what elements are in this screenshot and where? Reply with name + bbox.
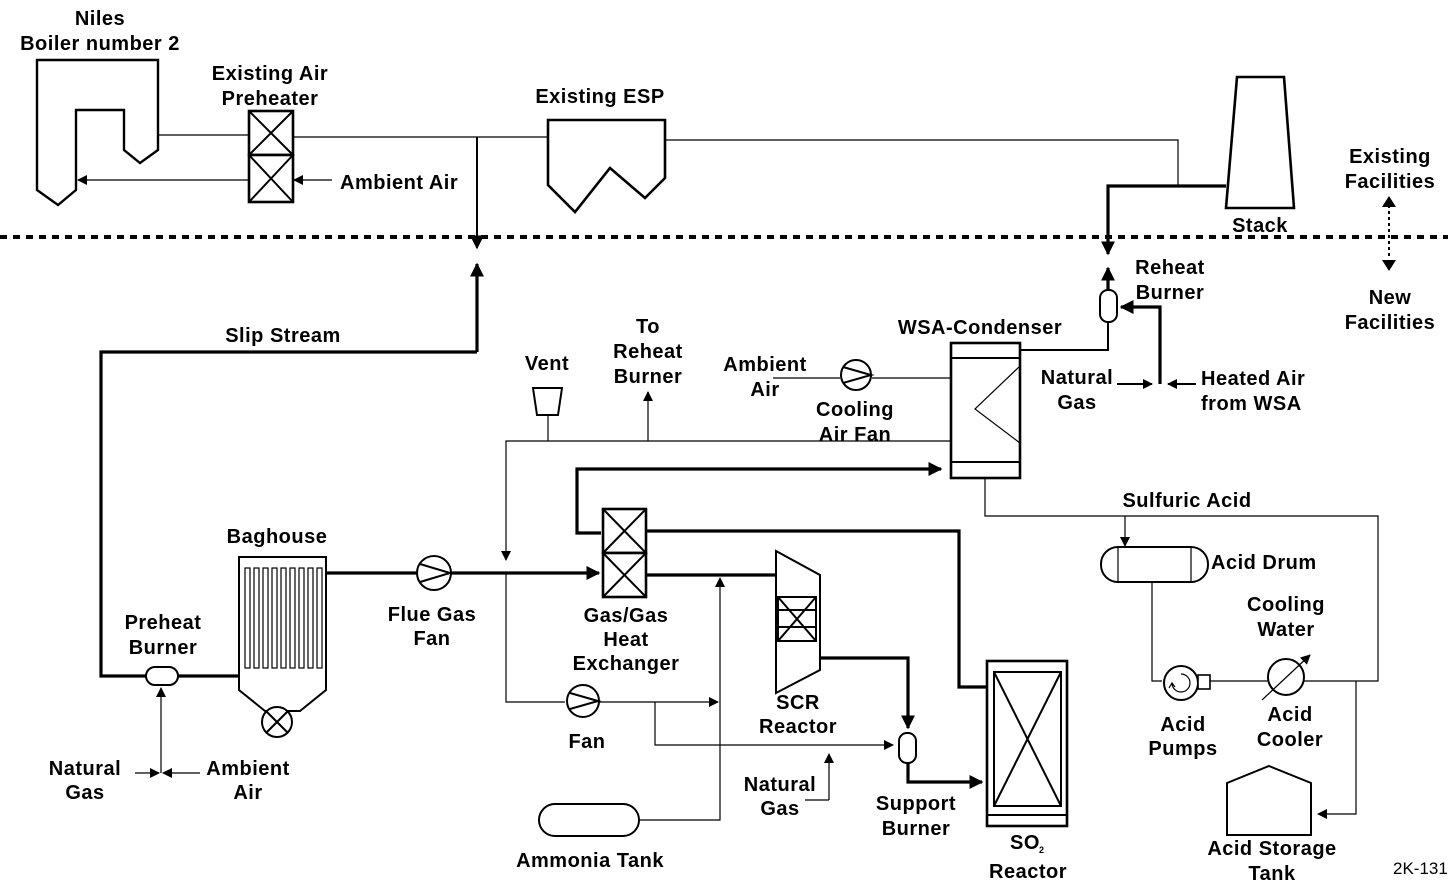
gas-gas-label-3: Exchanger [573,653,680,675]
to-reheat-label-3: Burner [614,366,683,388]
natural-gas-top-label-2: Gas [1057,392,1096,414]
air-preheater-label-1: Existing Air [212,63,328,85]
existing-facilities-label-2: Facilities [1345,171,1436,193]
existing-esp-label: Existing ESP [535,86,664,108]
ambient-air-left-label-2: Air [233,782,262,804]
support-burner-symbol [898,732,917,764]
ambient-air-mid-label-1: Ambient [723,354,807,376]
so2-reactor-label-subscript: 2 [1039,845,1044,855]
cooling-water-label-2: Water [1257,619,1314,641]
cooling-air-fan-label-1: Cooling [816,399,894,421]
so2-reactor-symbol [985,659,1069,828]
acid-cooler-label-2: Cooler [1257,729,1323,751]
slip-stream-label: Slip Stream [225,325,341,347]
new-facilities-label-1: New [1369,287,1412,309]
baghouse-label: Baghouse [227,526,328,548]
esp-outline [546,118,667,214]
flue-gas-fan-label-1: Flue Gas [388,604,476,626]
acid-storage-label-2: Tank [1248,863,1296,885]
acid-cooler-label-1: Acid [1267,704,1312,726]
existing-facilities-label-1: Existing [1349,146,1431,168]
baghouse-symbol [238,556,327,738]
natural-gas-mid-label-1: Natural [744,774,816,796]
gas-gas-label-2: Heat [603,629,648,651]
fan-symbol [566,684,602,718]
scr-reactor-symbol [775,549,821,695]
stack-label: Stack [1232,215,1288,237]
ambient-air-left-label-1: Ambient [206,758,290,780]
new-facilities-label-2: Facilities [1345,312,1436,334]
natural-gas-mid-label-2: Gas [760,798,799,820]
preheat-burner-symbol [145,666,179,686]
so2-reactor-label-2: Reactor [989,861,1067,883]
flue-gas-fan-symbol [416,555,454,591]
heated-air-label-2: from WSA [1201,393,1302,415]
acid-pumps-symbol [1163,665,1211,701]
ambient-air-mid-label-2: Air [750,379,779,401]
vent-label: Vent [525,353,569,375]
air-preheater-symbol [247,109,295,204]
cooling-air-fan-symbol [840,359,875,391]
cooling-water-label-1: Cooling [1247,594,1325,616]
stack-outline [1224,75,1296,210]
preheat-burner-label-1: Preheat [125,612,202,634]
gas-gas-label-1: Gas/Gas [584,605,669,627]
acid-pumps-label-1: Acid [1160,714,1205,736]
support-burner-label-1: Support [876,793,956,815]
preheat-burner-label-2: Burner [129,637,198,659]
heated-air-label-1: Heated Air [1201,368,1305,390]
so2-reactor-label-so: SO [1010,832,1040,854]
ammonia-tank-symbol [538,803,640,837]
air-preheater-label-2: Preheater [222,88,319,110]
to-reheat-label-2: Reheat [613,341,683,363]
cooling-air-fan-label-2: Air Fan [819,424,891,446]
boiler-outline [35,58,160,207]
niles-label: Niles [75,8,125,30]
sulfuric-acid-label: Sulfuric Acid [1122,490,1251,512]
reheat-burner-label-2: Burner [1136,282,1205,304]
wsa-condenser-label: WSA-Condenser [898,317,1062,339]
natural-gas-left-label-2: Gas [65,782,104,804]
acid-pumps-label-2: Pumps [1148,738,1217,760]
reheat-burner-symbol [1099,289,1118,323]
to-reheat-label-1: To [636,316,660,338]
flue-gas-fan-label-2: Fan [413,628,450,650]
support-burner-label-2: Burner [882,818,951,840]
acid-storage-tank-symbol [1226,764,1312,836]
reheat-burner-label-1: Reheat [1135,257,1205,279]
figure-id-label: 2K-131 [1393,859,1448,878]
gas-gas-heat-exchanger-symbol [601,507,648,599]
acid-drum-label: Acid Drum [1211,552,1317,574]
ambient-air-top-label: Ambient Air [340,172,458,194]
acid-storage-label-1: Acid Storage [1207,838,1336,860]
boiler-label: Boiler number 2 [20,33,180,55]
fan-label: Fan [568,731,605,753]
scr-reactor-label-1: SCR [776,692,820,714]
natural-gas-left-label-1: Natural [49,758,121,780]
wsa-condenser-symbol [949,341,1022,480]
natural-gas-top-label-1: Natural [1041,367,1113,389]
scr-reactor-label-2: Reactor [759,716,837,738]
acid-cooler-symbol [1261,654,1311,701]
acid-drum-symbol [1100,546,1209,583]
ammonia-tank-label: Ammonia Tank [516,850,664,872]
vent-symbol [531,387,564,416]
